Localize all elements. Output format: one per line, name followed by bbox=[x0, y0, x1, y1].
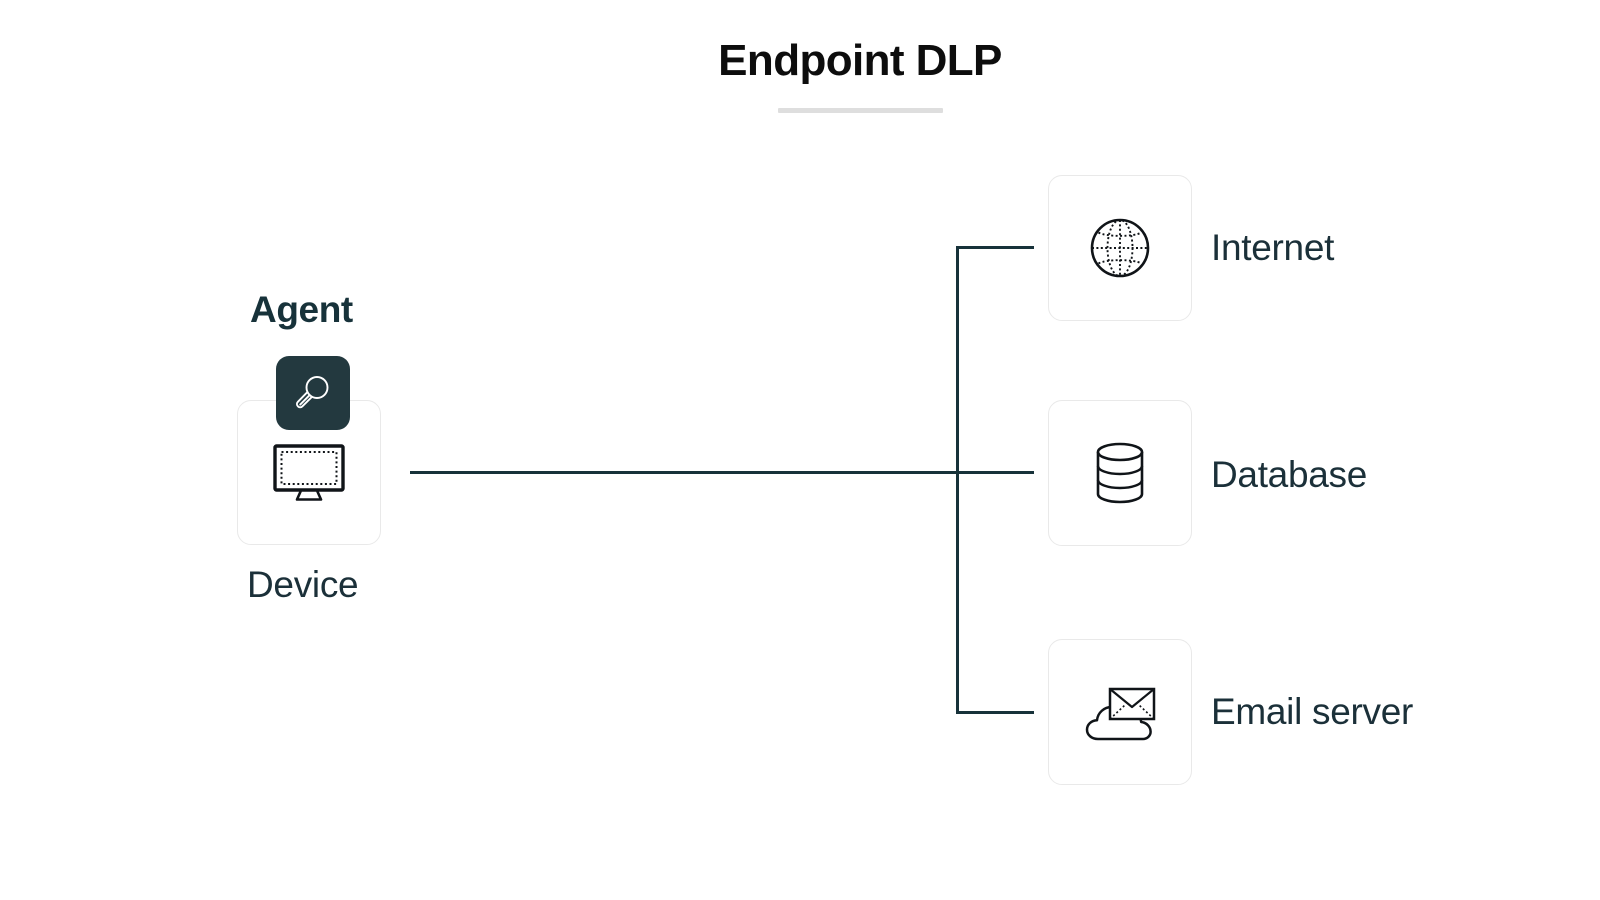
node-card-email-server[interactable] bbox=[1048, 639, 1192, 785]
connector-vertical-trunk bbox=[956, 246, 959, 714]
agent-badge[interactable] bbox=[276, 356, 350, 430]
node-label-database: Database bbox=[1211, 454, 1367, 495]
node-card-internet[interactable] bbox=[1048, 175, 1192, 321]
node-label-email-server: Email server bbox=[1211, 691, 1413, 732]
device-label: Device bbox=[247, 564, 359, 605]
globe-icon bbox=[1087, 215, 1153, 281]
node-label-internet: Internet bbox=[1211, 227, 1335, 268]
magnifier-icon bbox=[292, 372, 334, 414]
connector-branch-internet bbox=[956, 246, 1034, 249]
agent-label: Agent bbox=[250, 289, 353, 330]
monitor-icon bbox=[272, 443, 346, 503]
email-cloud-icon bbox=[1080, 677, 1160, 747]
page-title: Endpoint DLP bbox=[718, 36, 1002, 85]
title-divider bbox=[777, 108, 943, 114]
database-icon bbox=[1091, 440, 1149, 506]
connector-branch-email-server bbox=[956, 711, 1034, 714]
node-card-database[interactable] bbox=[1048, 400, 1192, 546]
title-block: Endpoint DLP bbox=[0, 36, 1600, 114]
connector-device-trunk bbox=[410, 471, 1034, 474]
